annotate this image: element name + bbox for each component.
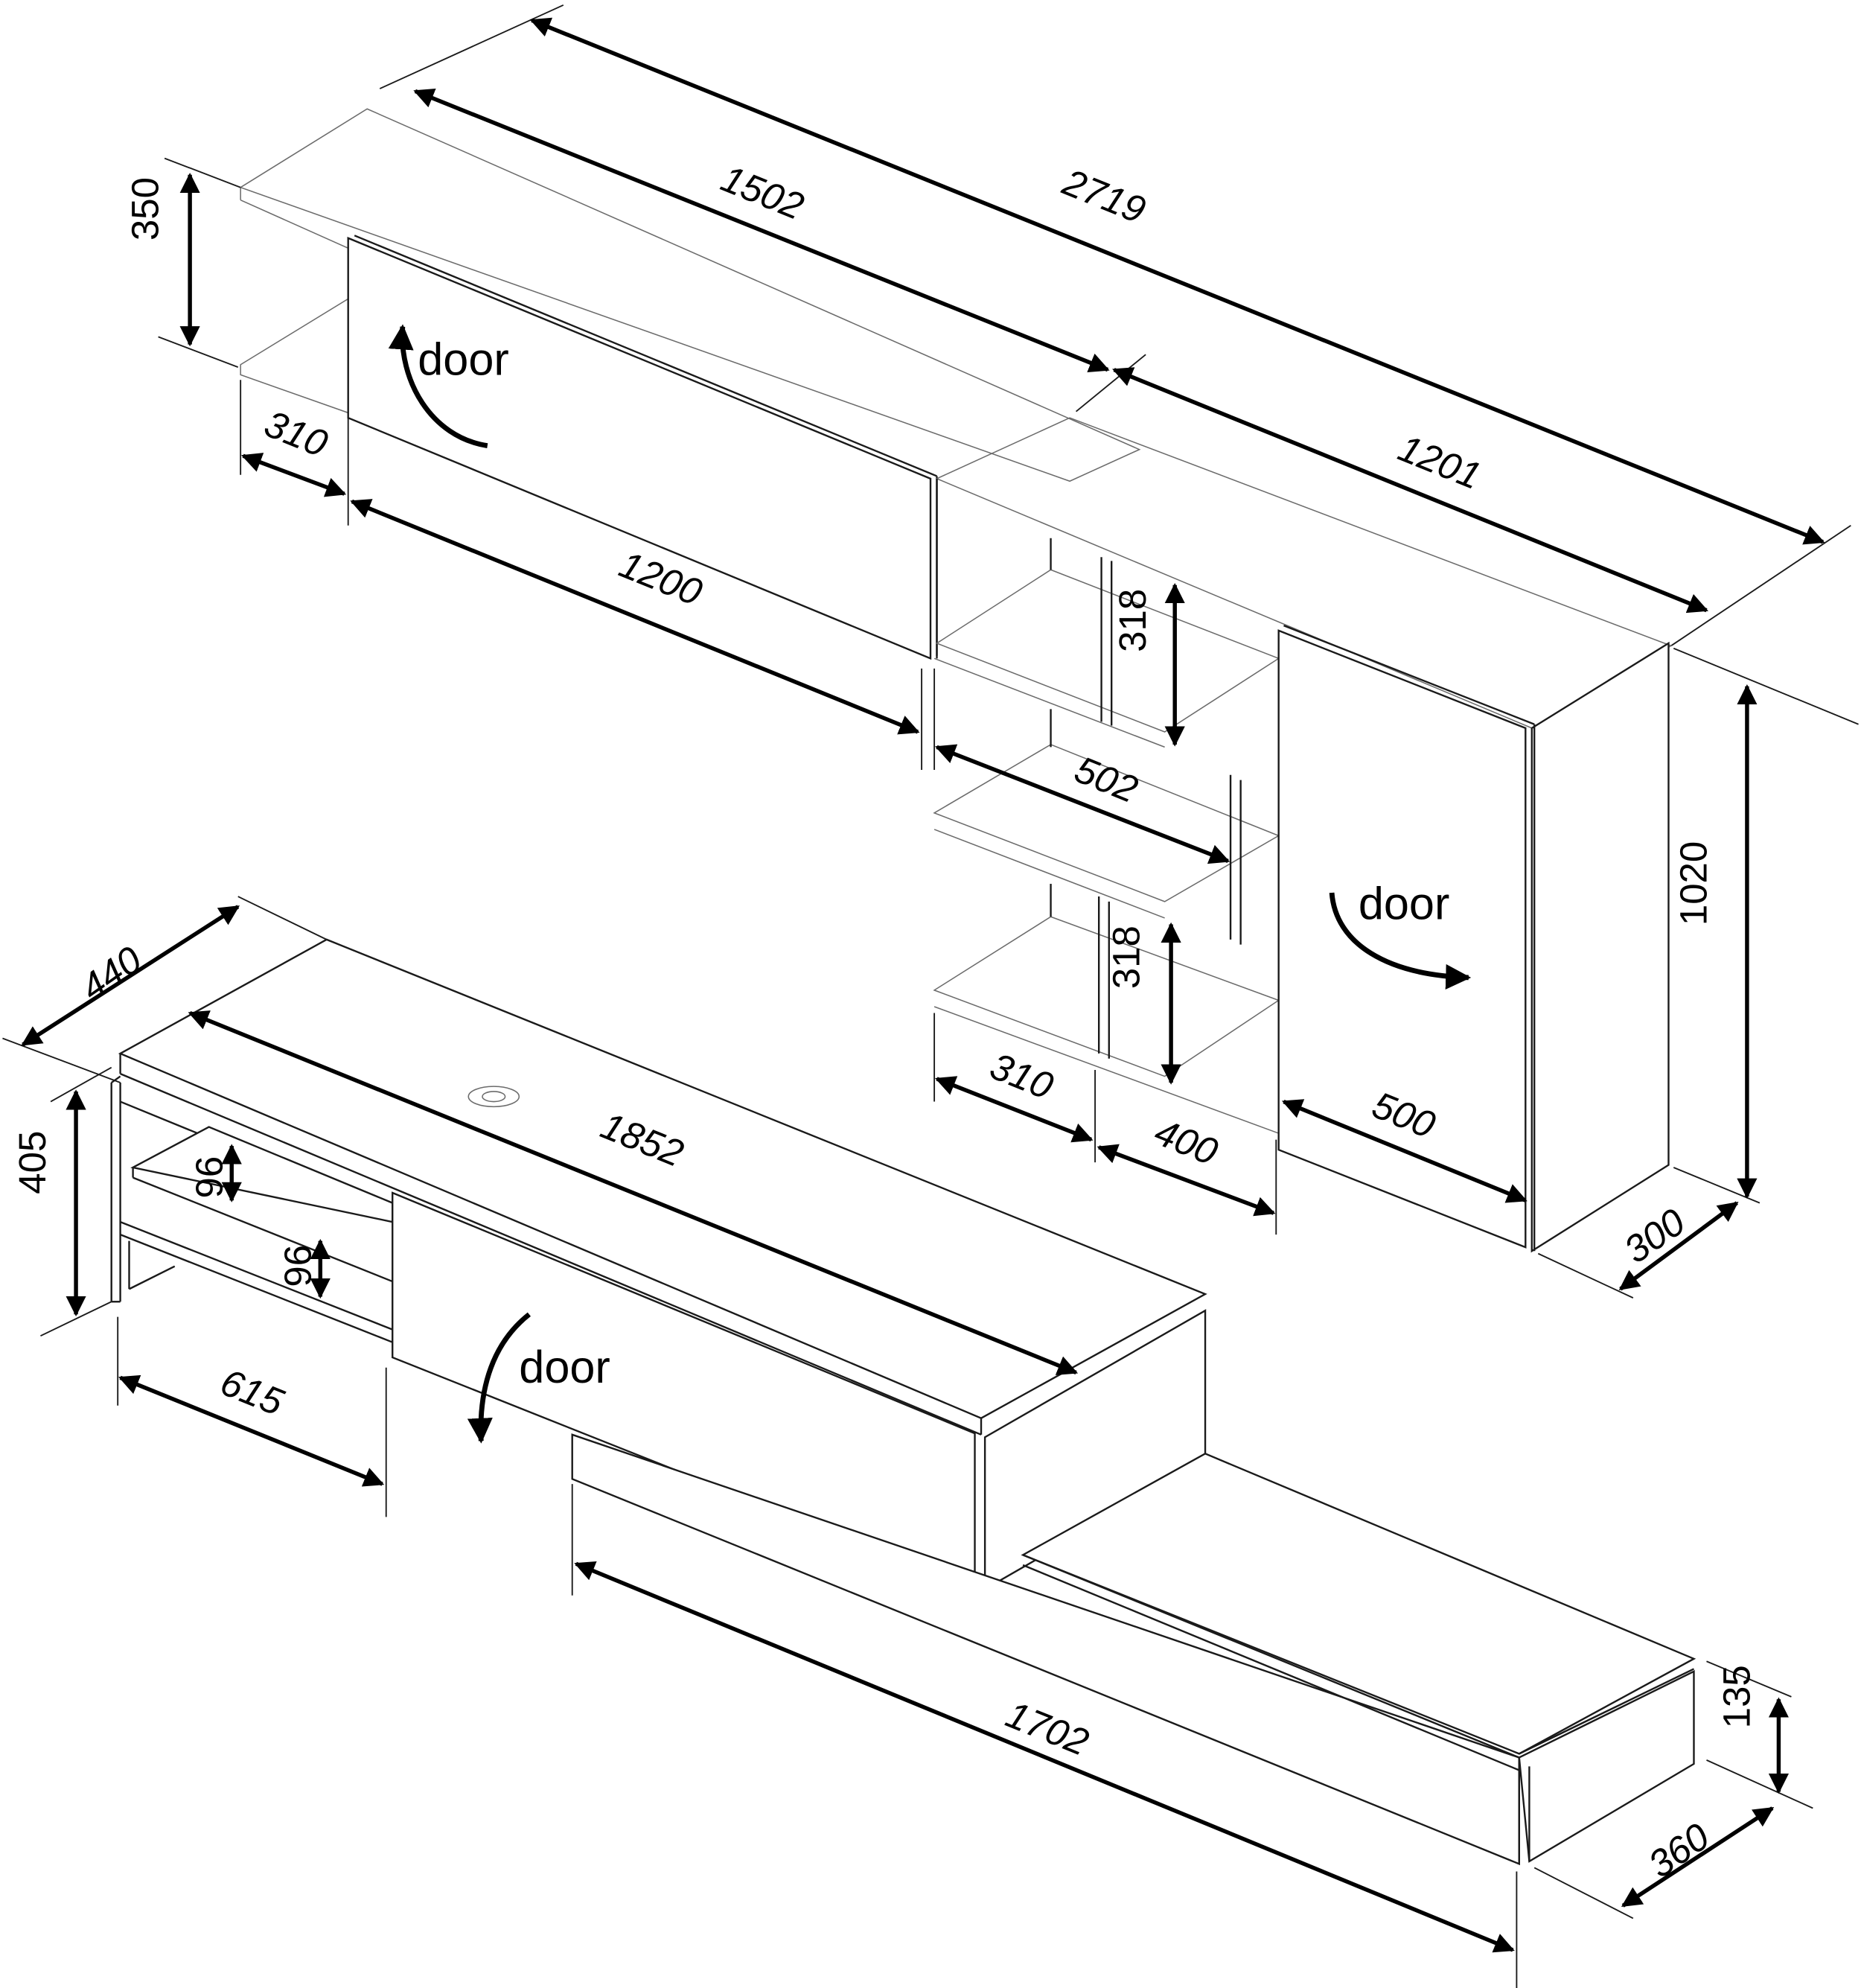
tall-cabinet-door <box>1277 629 1527 1249</box>
tall-cabinet: door <box>1277 625 1670 1253</box>
dim-405-label: 405 <box>11 1131 54 1194</box>
dim-shelf-width: 502 <box>933 668 1230 864</box>
dim-bottom-left: 310 <box>933 1013 1097 1163</box>
dim-upper-height: 350 <box>124 157 241 369</box>
dim-lower-shelf-gap: 318 <box>1105 922 1181 1085</box>
door-swing-arrow-icon <box>388 324 488 448</box>
door-swing-arrow-icon <box>1329 892 1472 990</box>
dim-shelf-gap-bottom: 96 <box>277 1238 331 1299</box>
dim-right-width: 1201 <box>1112 367 1709 614</box>
dim-open-section: 615 <box>117 1316 387 1517</box>
dim-cabinet-height: 1020 <box>1672 647 1859 1204</box>
dim-upper-left-offset: 310 <box>240 380 349 526</box>
dim-2719-label: 2719 <box>1056 160 1151 232</box>
dim-318-upper-label: 318 <box>1111 589 1154 652</box>
dim-96-top-label: 96 <box>188 1156 231 1199</box>
dim-300-label: 300 <box>1616 1200 1692 1271</box>
dim-plinth-height: 135 <box>1706 1660 1813 1809</box>
dim-360-label: 360 <box>1641 1815 1717 1886</box>
dim-upper-shelf-gap: 318 <box>1111 582 1185 747</box>
dim-310-upper-label: 310 <box>259 402 333 465</box>
upper-door-label: door <box>418 334 509 384</box>
dim-1702-label: 1702 <box>1000 1692 1095 1763</box>
upper-door-panel <box>347 236 932 660</box>
dim-135-label: 135 <box>1715 1665 1758 1728</box>
dim-96-bottom-label: 96 <box>277 1245 319 1287</box>
dim-1020-label: 1020 <box>1672 841 1714 925</box>
tv-door-label: door <box>519 1342 610 1392</box>
dim-318-lower-label: 318 <box>1105 925 1148 989</box>
dim-overall-width: 2719 <box>379 4 1851 647</box>
dim-310-lower-label: 310 <box>984 1045 1059 1108</box>
plinth <box>571 1433 1696 1866</box>
dim-tv-height: 405 <box>11 1066 112 1337</box>
dim-bottom-mid: 400 <box>1097 1110 1277 1235</box>
dim-400-label: 400 <box>1149 1110 1223 1173</box>
dim-350-label: 350 <box>124 177 167 240</box>
tall-door-label: door <box>1359 879 1450 929</box>
dim-615-label: 615 <box>214 1360 290 1424</box>
dim-440-label: 440 <box>73 938 149 1009</box>
